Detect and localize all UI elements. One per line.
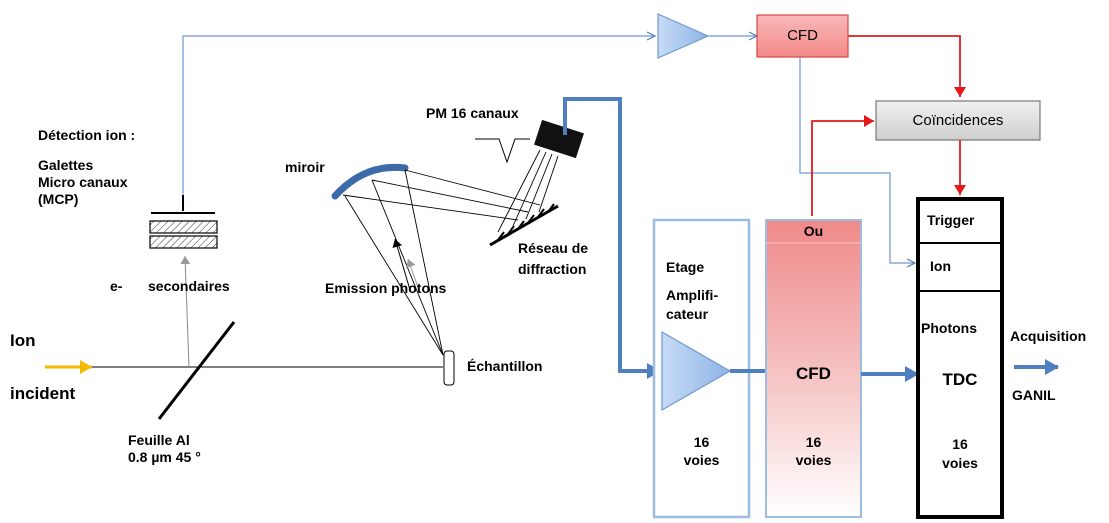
emission-arrow-2 <box>405 258 420 291</box>
ganil-label: GANIL <box>1012 387 1056 403</box>
cfd-main-label: CFD <box>796 364 831 383</box>
ou-to-coinc-red <box>811 115 874 216</box>
incident-label: incident <box>10 384 76 403</box>
mcp-label-1: Galettes <box>38 157 94 173</box>
tdc-box <box>916 197 1004 519</box>
coincidences-label: Coïncidences <box>912 112 1004 129</box>
cfd-to-ion-line <box>799 57 915 263</box>
cfd-ways: voies <box>795 452 832 468</box>
diffraction-grating <box>489 204 559 247</box>
grating-label-1: Réseau de <box>518 240 589 256</box>
sample-label: Échantillon <box>467 358 543 374</box>
grating-label-2: diffraction <box>518 261 587 277</box>
pm-to-amp-thick <box>563 97 661 379</box>
photon-rays <box>342 149 559 356</box>
pm-label: PM 16 canaux <box>426 105 519 121</box>
sample <box>443 350 455 386</box>
emission-arrow-1 <box>392 238 411 291</box>
cfd-to-coinc-red <box>848 35 966 97</box>
cfd-top-label: CFD <box>787 27 818 44</box>
foil-label-2: 0.8 µm 45 ° <box>128 449 201 465</box>
cfd-top-box <box>756 14 849 58</box>
trigger-label: Trigger <box>927 212 975 228</box>
top-amplifier-triangle <box>657 13 710 59</box>
tdc-ways: voies <box>942 455 978 471</box>
mcp-label-2: Micro canaux <box>38 174 128 190</box>
mcp-plate-2 <box>149 235 218 249</box>
secondary-electron-arrow <box>180 255 191 368</box>
tdc-count: 16 <box>952 436 968 452</box>
aluminium-foil <box>157 321 236 420</box>
photons-label: Photons <box>921 320 977 336</box>
amp-stage-triangle <box>661 330 732 412</box>
mirror-label: miroir <box>285 159 325 175</box>
ou-label: Ou <box>803 223 824 239</box>
coincidences-box <box>875 100 1041 141</box>
mcp-signal-line <box>182 36 655 195</box>
amp-stage-label-1: Etage <box>666 259 705 275</box>
cfd-count: 16 <box>805 434 822 450</box>
grating-teeth <box>497 203 555 241</box>
ion-tdc-label: Ion <box>930 258 951 274</box>
acquisition-label: Acquisition <box>1010 328 1087 344</box>
secondary-label: secondaires <box>148 278 230 294</box>
pm-pulse <box>475 138 530 164</box>
amp-count: 16 <box>693 434 710 450</box>
detection-title: Détection ion : <box>38 127 136 143</box>
amp-stage-label-3: cateur <box>666 306 709 322</box>
mcp-plate-1 <box>149 220 218 234</box>
amp-ways: voies <box>683 452 720 468</box>
electron-label: e- <box>110 278 123 294</box>
emission-label: Emission photons <box>325 280 447 296</box>
mcp-label-3: (MCP) <box>38 191 79 207</box>
tdc-label: TDC <box>942 370 978 389</box>
ion-label: Ion <box>10 331 36 350</box>
cfd-column <box>765 219 862 518</box>
mirror <box>331 163 409 200</box>
pm-tube <box>534 119 584 159</box>
foil-label-1: Feuille Al <box>128 432 190 448</box>
amp-stage-label-2: Amplifi- <box>666 287 719 303</box>
